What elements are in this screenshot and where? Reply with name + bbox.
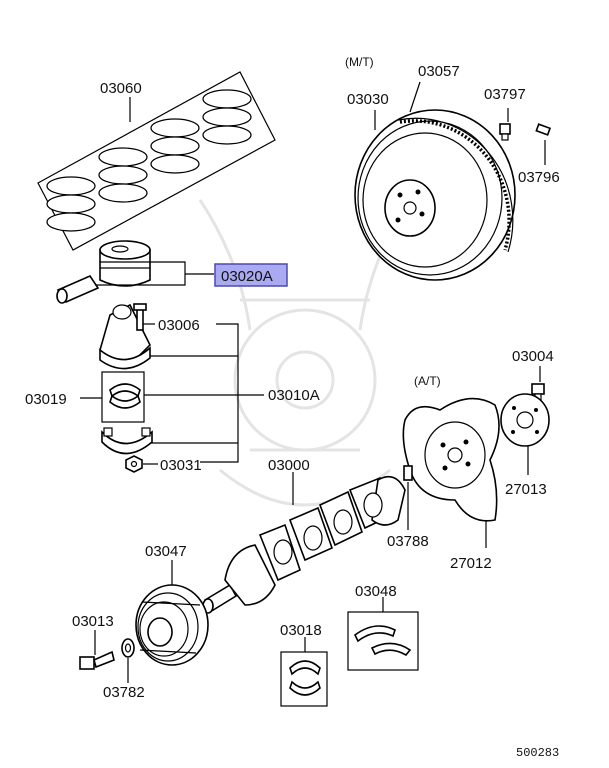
label-03047: 03047 [145, 543, 187, 560]
thrust-washer-part [353, 625, 412, 657]
dowel-pin-part [403, 465, 413, 481]
label-03782: 03782 [103, 684, 145, 701]
label-03031: 03031 [160, 457, 202, 474]
label-03060: 03060 [100, 80, 142, 97]
pulley-bolt-part [79, 650, 115, 670]
flywheel-pin-part [535, 123, 552, 136]
label-03797: 03797 [484, 86, 526, 103]
label-at: (A/T) [414, 374, 441, 388]
label-03013: 03013 [72, 613, 114, 630]
damper-pulley-part [135, 584, 209, 666]
drive-plate-part [402, 397, 500, 522]
piston-rings-part [37, 71, 276, 251]
ring-gear-part [399, 119, 511, 251]
crankshaft-part [202, 475, 406, 614]
piston-part [56, 240, 151, 304]
label-03004: 03004 [512, 348, 554, 365]
highlighted-part-box [214, 263, 288, 287]
label-03020a[interactable]: 03020A [221, 268, 273, 285]
label-mt: (M/T) [345, 55, 374, 69]
label-03018: 03018 [280, 622, 322, 639]
label-27012: 27012 [450, 555, 492, 572]
label-03006: 03006 [158, 317, 200, 334]
label-03000: 03000 [268, 457, 310, 474]
main-bearing-part [289, 660, 321, 696]
label-03030: 03030 [347, 91, 389, 108]
label-03019: 03019 [25, 391, 67, 408]
rod-bearing-part [109, 383, 141, 409]
washer-part [121, 638, 135, 658]
diagram-code: 500283 [516, 746, 559, 760]
label-03788: 03788 [387, 533, 429, 550]
flywheel-part [354, 109, 516, 281]
label-03057: 03057 [418, 63, 460, 80]
label-03796: 03796 [518, 169, 560, 186]
label-03048: 03048 [355, 583, 397, 600]
label-03010a: 03010A [268, 387, 320, 404]
connecting-rod-part [99, 303, 151, 370]
flywheel-bolt-part [499, 123, 511, 141]
label-27013: 27013 [505, 481, 547, 498]
rod-cap-part [101, 430, 153, 455]
adapter-plate-part [500, 393, 550, 447]
